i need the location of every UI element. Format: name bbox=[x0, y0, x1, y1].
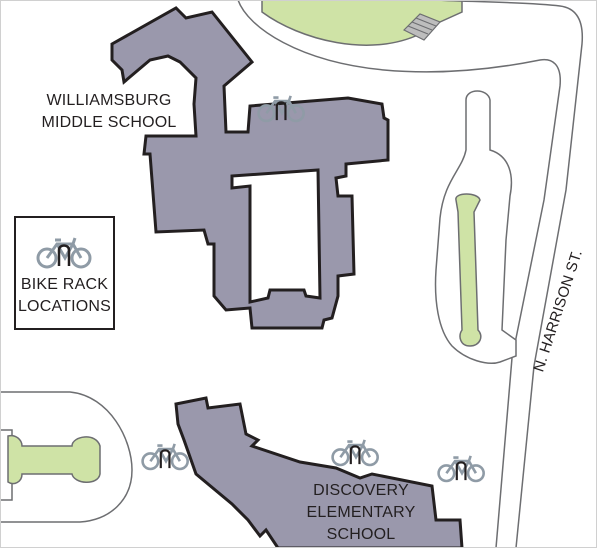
stairs bbox=[402, 13, 442, 41]
discovery-label-line2: ELEMENTARY bbox=[306, 504, 416, 521]
bike-rack-icon bbox=[331, 439, 379, 467]
building-discovery bbox=[174, 396, 464, 548]
road-loop-southwest bbox=[0, 391, 133, 523]
parking-loop bbox=[434, 90, 517, 364]
bike-rack-icon bbox=[36, 237, 91, 269]
green-space-southwest bbox=[7, 434, 101, 485]
bike-rack-icon bbox=[257, 95, 305, 123]
street-edge-east bbox=[515, 365, 535, 548]
williamsburg-label: WILLIAMSBURG MIDDLE SCHOOL bbox=[32, 90, 186, 134]
legend-label-line2: LOCATIONS bbox=[17, 298, 112, 315]
green-space-median bbox=[455, 193, 482, 347]
discovery-label-line3: SCHOOL bbox=[326, 526, 396, 543]
legend-label-line1: BIKE RACK bbox=[20, 276, 109, 293]
discovery-label-line1: DISCOVERY bbox=[313, 482, 409, 499]
road-outline-outer bbox=[435, 0, 584, 367]
williamsburg-label-line1: WILLIAMSBURG bbox=[46, 92, 172, 109]
discovery-label: DISCOVERY ELEMENTARY SCHOOL bbox=[296, 480, 426, 546]
legend: BIKE RACK LOCATIONS bbox=[14, 216, 115, 330]
road-outline-inner bbox=[237, 0, 561, 359]
street-edge-west bbox=[495, 357, 513, 548]
bike-rack-icon bbox=[437, 455, 485, 483]
williamsburg-label-line2: MIDDLE SCHOOL bbox=[41, 114, 177, 131]
bike-rack-icon bbox=[141, 443, 189, 471]
williamsburg-courtyard bbox=[230, 168, 322, 304]
